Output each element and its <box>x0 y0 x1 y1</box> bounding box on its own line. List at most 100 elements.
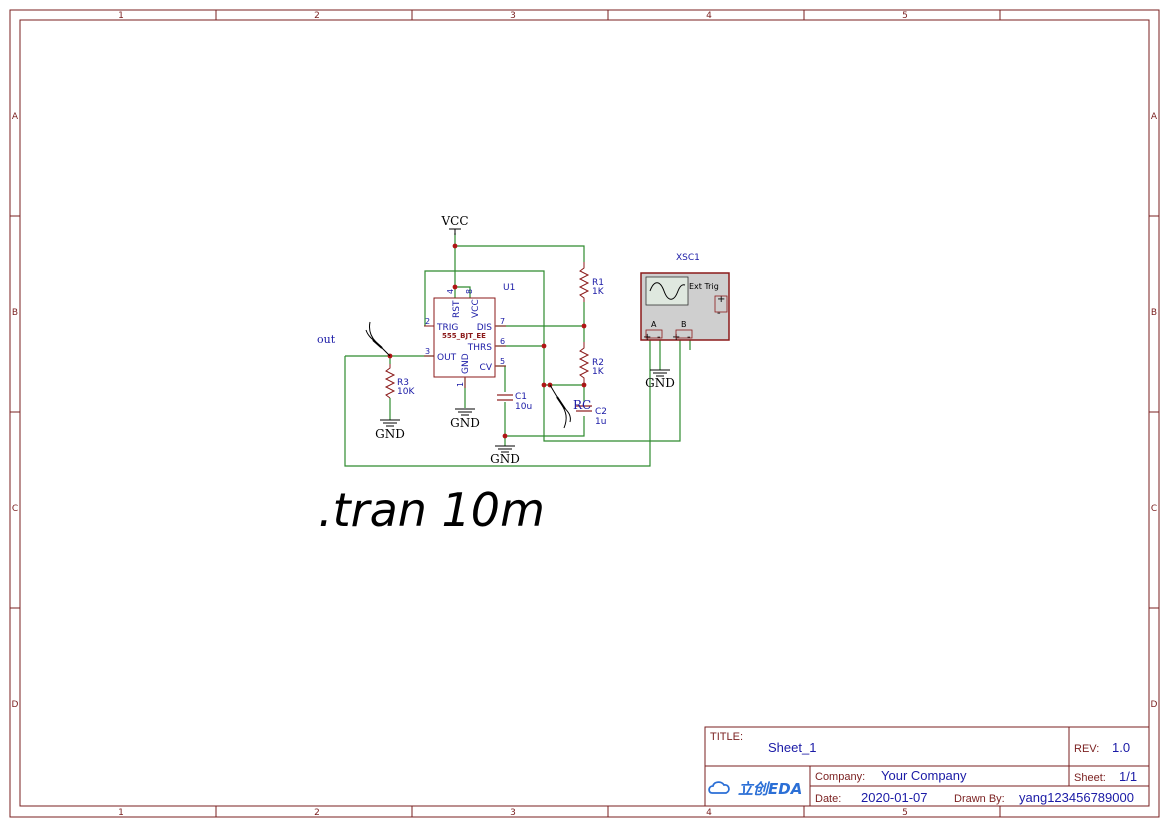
row-label-b: B <box>12 308 18 318</box>
wire-cv-to-c1 <box>496 365 506 392</box>
u1-pin-number: 1 <box>456 382 465 387</box>
column-ticks <box>215 10 1001 817</box>
u1-pin-thrs: THRS <box>467 343 493 353</box>
rc-net-label: RC <box>573 398 591 412</box>
u1-pin-number: 5 <box>500 357 505 366</box>
xsc1-trig-minus: - <box>717 308 721 319</box>
column-label-4-bottom: 4 <box>706 808 712 818</box>
column-label-2: 2 <box>314 11 320 21</box>
u1-pin-number: 2 <box>425 317 430 326</box>
company-value[interactable]: Your Company <box>881 768 967 783</box>
u1-pin-cv: CV <box>480 363 493 373</box>
xsc1-b-minus: - <box>687 332 691 343</box>
row-label-d: D <box>12 700 19 710</box>
xsc1-ext-trig-label: Ext Trig <box>689 282 719 291</box>
xsc1-channel-b: B <box>681 320 687 329</box>
column-label-5-bottom: 5 <box>902 808 908 818</box>
row-ticks <box>10 215 1159 609</box>
column-label-2-bottom: 2 <box>314 808 320 818</box>
u1-pin-dis: DIS <box>477 323 493 333</box>
vcc-symbol[interactable]: VCC <box>440 214 469 235</box>
u1-pin-vcc: VCC <box>471 299 481 318</box>
r3-resistor[interactable]: R3 10K <box>384 364 415 399</box>
u1-pin-number: 3 <box>425 347 430 356</box>
title-label: TITLE: <box>710 731 743 743</box>
row-label-c: C <box>12 504 18 514</box>
junction-dot <box>502 433 508 439</box>
xsc1-a-plus: + <box>643 332 651 343</box>
u1-pin-trig: TRIG <box>436 323 458 333</box>
wire-vcc-to-r1 <box>455 245 585 262</box>
r2-value: 1K <box>592 367 605 377</box>
outer-border <box>9 9 1160 818</box>
c2-designator: C2 <box>595 407 607 417</box>
row-label-a-right: A <box>1151 112 1158 122</box>
gnd-symbols <box>380 369 670 453</box>
column-label-5: 5 <box>902 11 908 21</box>
sheet-title[interactable]: Sheet_1 <box>768 740 816 755</box>
xsc1-designator: XSC1 <box>676 253 700 263</box>
column-label-3: 3 <box>510 11 516 21</box>
u1-pin-rst: RST <box>452 300 462 318</box>
c1-value: 10u <box>515 402 532 412</box>
c1-designator: C1 <box>515 392 527 402</box>
junction-dot <box>541 343 547 349</box>
u1-value: 555_BJT_EE <box>442 332 486 340</box>
gnd-net-label: GND <box>375 427 405 441</box>
r2-designator: R2 <box>592 358 604 368</box>
column-label-1: 1 <box>118 11 124 21</box>
wire-rc-to-scope-b <box>543 333 681 442</box>
out-net-label: out <box>317 333 336 346</box>
gnd-net-label: GND <box>645 376 675 390</box>
gnd-net-label: GND <box>490 452 520 466</box>
lceda-logo: 立创EDA <box>708 780 802 798</box>
row-label-d-right: D <box>1151 700 1158 710</box>
c2-capacitor[interactable]: C2 1u <box>576 405 607 427</box>
r1-designator: R1 <box>592 278 604 288</box>
gnd-net-label: GND <box>450 416 480 430</box>
rev-value: 1.0 <box>1112 740 1130 755</box>
logo-text: 立创EDA <box>738 780 802 798</box>
sheet-label: Sheet: <box>1074 772 1106 784</box>
probe-rc[interactable]: RC <box>549 384 591 429</box>
rev-label: REV: <box>1074 743 1099 755</box>
r1-resistor[interactable]: R1 1K <box>578 262 605 302</box>
c1-capacitor[interactable]: C1 10u <box>497 392 532 412</box>
gnd-symbol-c1 <box>495 445 515 453</box>
r2-resistor[interactable]: R2 1K <box>578 342 605 385</box>
xsc1-oscilloscope[interactable]: XSC1 Ext Trig A B + - + - + - <box>640 253 730 343</box>
probe-out[interactable]: out <box>317 321 391 357</box>
wire-c2-bottom <box>505 416 585 437</box>
u1-pin-number: 6 <box>500 337 505 346</box>
u1-designator: U1 <box>503 283 515 293</box>
junction-dot <box>541 382 547 388</box>
gnd-symbol-r3 <box>380 419 400 427</box>
xsc1-a-minus: - <box>657 332 661 343</box>
u1-pin-out: OUT <box>437 353 457 363</box>
u1-pin-number: 8 <box>465 289 474 294</box>
xsc1-trig-plus: + <box>717 294 725 305</box>
junction-dot <box>452 284 458 290</box>
r1-value: 1K <box>592 287 605 297</box>
spice-tran-directive[interactable]: .tran 10m <box>318 483 545 537</box>
u1-pin-gnd: GND <box>461 353 471 374</box>
wire-vcc-pin8 <box>455 286 471 298</box>
company-label: Company: <box>815 771 865 783</box>
u1-pin-number: 7 <box>500 317 505 326</box>
wire-trig-loop <box>424 270 545 346</box>
gnd-symbol-u1 <box>455 408 475 416</box>
row-label-a: A <box>12 112 19 122</box>
date-value: 2020-01-07 <box>861 790 928 805</box>
inner-border <box>19 19 1150 807</box>
date-label: Date: <box>815 793 841 805</box>
u1-555-timer[interactable]: U1 555_BJT_EE TRIG OUT DIS THRS CV RST V… <box>424 283 515 388</box>
column-label-1-bottom: 1 <box>118 808 124 818</box>
sine-wave-icon <box>649 282 686 300</box>
row-label-c-right: C <box>1151 504 1157 514</box>
c2-value: 1u <box>595 417 606 427</box>
column-label-4: 4 <box>706 11 712 21</box>
r3-value: 10K <box>397 387 415 397</box>
sheet-value: 1/1 <box>1119 769 1137 784</box>
vcc-net-label: VCC <box>440 214 468 228</box>
